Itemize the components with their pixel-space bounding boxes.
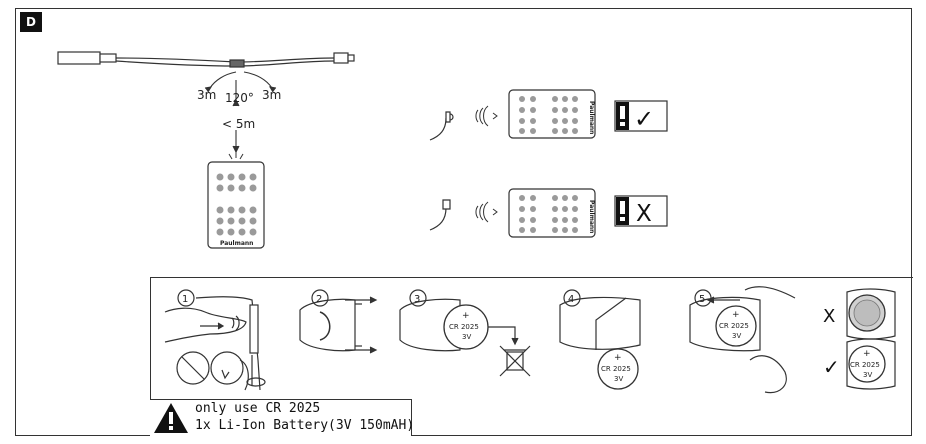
battery-warning: only use CR 2025 1x Li-Ion Battery(3V 15… <box>150 399 415 436</box>
sensor-correct <box>429 111 454 141</box>
remote-brand-wrong: Paulmann <box>588 200 595 233</box>
step-3-drawing <box>399 289 531 377</box>
step-5-drawing <box>689 286 796 394</box>
check-correct-mark: ✓ <box>634 105 654 133</box>
step-1-drawing <box>164 289 266 391</box>
step-5-number: 5 <box>699 294 705 305</box>
ir-waves-correct <box>475 105 498 127</box>
battery-voltage-5: 3V <box>732 332 741 340</box>
battery-voltage-check: 3V <box>863 371 872 379</box>
battery-plus-4: + <box>614 353 622 363</box>
check-wrong-icon <box>614 195 668 227</box>
ir-waves-wrong <box>475 201 498 223</box>
ir-signal-icon <box>228 152 244 160</box>
battery-plus-5: + <box>732 310 740 320</box>
right-distance-label: 3m <box>262 88 281 102</box>
battery-right-side-icon <box>846 338 896 390</box>
step-3-number: 3 <box>414 294 420 305</box>
step-4-drawing <box>559 289 641 390</box>
step-2-drawing <box>299 289 378 354</box>
recycle-bin-crossed-icon <box>499 345 531 377</box>
battery-right-mark: ✓ <box>823 355 840 379</box>
battery-wrong-side-icon <box>846 288 896 340</box>
battery-plus-3: + <box>462 311 470 321</box>
battery-model-5: CR 2025 <box>719 322 749 330</box>
remote-control-front <box>207 161 265 249</box>
battery-plus-check: + <box>863 349 871 359</box>
battery-voltage-3: 3V <box>462 333 471 341</box>
remote-control-side-wrong <box>508 188 596 238</box>
figure-frame <box>15 8 912 436</box>
check-correct-icon <box>614 100 668 132</box>
angle-label: 120° <box>225 91 254 105</box>
sensor-wrong <box>429 199 451 231</box>
step-2-number: 2 <box>316 294 322 305</box>
remote-brand-correct: Paulmann <box>588 101 595 134</box>
remote-control-side-correct <box>508 89 596 139</box>
check-wrong-mark: X <box>636 201 652 227</box>
warning-line-2: 1x Li-Ion Battery(3V 150mAH) <box>195 418 415 433</box>
warning-icon <box>154 403 188 433</box>
max-distance-label: < 5m <box>222 117 255 131</box>
battery-model-4: CR 2025 <box>601 365 631 373</box>
section-label: D <box>20 12 42 32</box>
battery-wrong-mark: X <box>823 306 835 327</box>
battery-replacement-panel <box>150 277 913 436</box>
warning-line-1: only use CR 2025 <box>195 401 321 416</box>
remote-brand-front: Paulmann <box>220 240 253 247</box>
battery-model-3: CR 2025 <box>449 323 479 331</box>
ir-reception-angle <box>204 71 277 154</box>
battery-model-check: CR 2025 <box>850 361 880 369</box>
left-distance-label: 3m <box>197 88 216 102</box>
usb-controller-cable <box>57 51 355 68</box>
step-4-number: 4 <box>568 294 574 305</box>
battery-voltage-4: 3V <box>614 375 623 383</box>
step-1-number: 1 <box>182 294 188 305</box>
